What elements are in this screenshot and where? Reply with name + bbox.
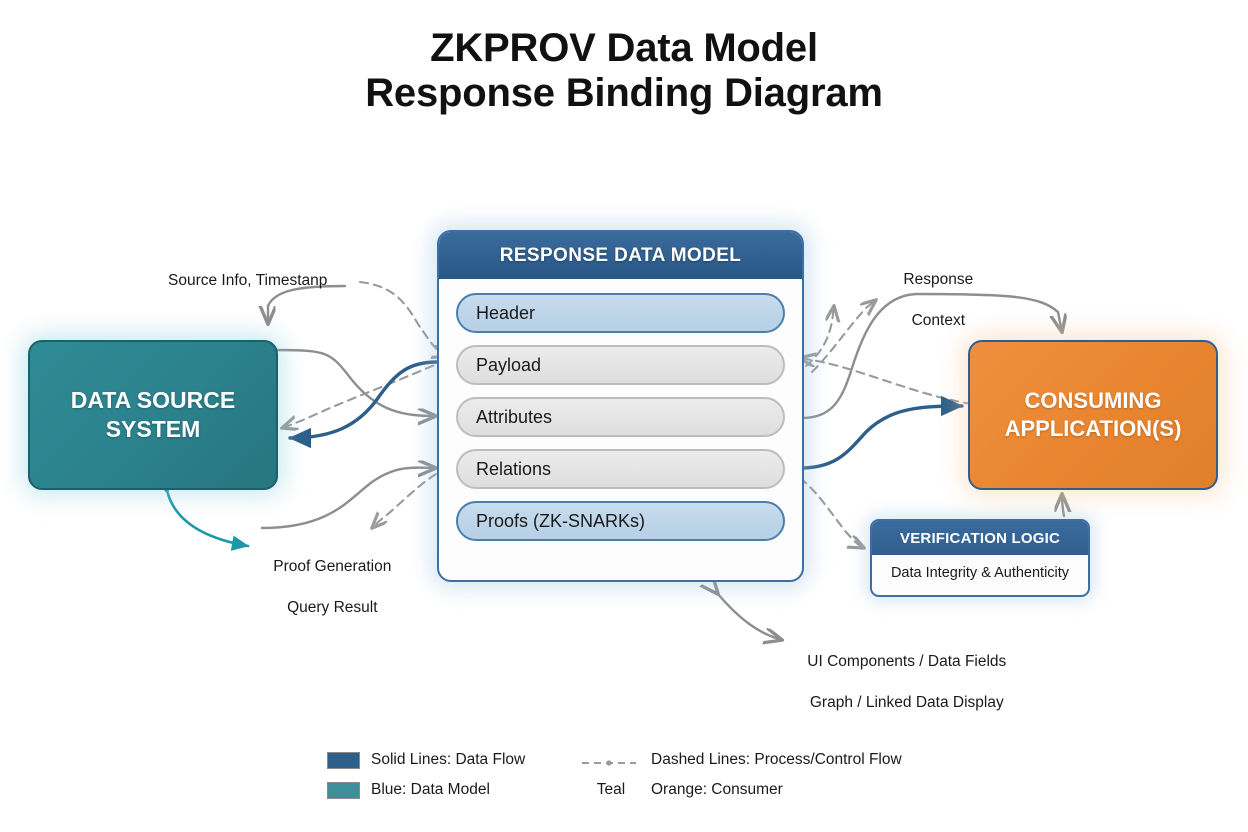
title-line-1: ZKPROV Data Model [430,26,818,70]
legend-label-orange-consumer: Orange: Consumer [651,781,783,798]
panel-response-data-model[interactable]: RESPONSE DATA MODEL Header Payload Attri… [437,230,804,582]
connector-panel-to-response-context [800,292,918,420]
field-relations[interactable]: Relations [456,449,785,489]
connector-group-teal [155,476,250,551]
annotation-response-context-line2: Context [911,311,966,329]
field-attributes[interactable]: Attributes [456,397,785,437]
legend-label-blue-data-model: Blue: Data Model [371,781,490,798]
node-data-source-label-line1: DATA SOURCE [70,386,236,413]
verification-logic-header: VERIFICATION LOGIC [872,521,1088,555]
connector-teal-source-to-proofgen [155,476,250,551]
connector-source-info-to-source [268,284,347,324]
title-line-2: Response Binding Diagram [365,70,883,115]
legend-label-teal: Teal [596,781,626,798]
legend-label-dashed-lines: Dashed Lines: Process/Control Flow [651,751,902,768]
field-payload[interactable]: Payload [456,345,785,385]
connector-panel-to-ui-components [718,594,782,640]
field-header[interactable]: Header [456,293,785,333]
connector-source-to-attributes [270,348,436,416]
annotation-ui-components-line2: Graph / Linked Data Display [809,693,1004,711]
connector-proofgen-to-relations [260,468,436,530]
annotation-source-info: Source Info, Timestanp [168,272,328,289]
verification-logic-body: Data Integrity & Authenticity [872,555,1088,591]
legend: Solid Lines: Data Flow Dashed Lines: Pro… [327,745,902,805]
field-attributes-label: Attributes [476,406,553,427]
field-proofs[interactable]: Proofs (ZK-SNARKs) [456,501,785,541]
legend-swatch-teal [327,781,360,799]
node-verification-logic[interactable]: VERIFICATION LOGIC Data Integrity & Auth… [870,519,1090,597]
node-consumer-label-line1: CONSUMING [1024,387,1162,413]
page-title: ZKPROV Data Model Response Binding Diagr… [0,26,1248,116]
node-data-source-system[interactable]: DATA SOURCE SYSTEM [28,340,278,490]
connector-dashed-panel-to-source [282,358,448,428]
connector-response-context-to-consumer [914,292,1062,332]
connector-solid-relations-to-consumer [798,395,964,470]
legend-dashed-sample [581,755,637,766]
connector-group-grey [260,284,1062,640]
annotation-proof-generation: Proof Generation Query Result [258,536,398,618]
legend-swatch-solid [327,751,360,769]
annotation-response-context: Response Context [880,249,988,331]
annotation-proof-generation-line1: Proof Generation [273,557,392,575]
connector-dashed-sourceinfo-to-payload [358,280,448,356]
field-header-label: Header [476,302,536,323]
connector-solid-payload-to-source [288,360,439,449]
verification-logic-subtitle: Data Integrity & Authenticity [890,565,1070,581]
node-data-source-label: DATA SOURCE SYSTEM [71,386,235,445]
panel-header: RESPONSE DATA MODEL [439,232,802,279]
connector-dashed-to-response-context [810,300,876,374]
connector-group-solid-data [288,360,964,470]
connector-group-dashed [282,280,974,548]
field-payload-label: Payload [476,354,542,375]
node-consuming-application[interactable]: CONSUMING APPLICATION(S) [968,340,1218,490]
annotation-proof-generation-line2: Query Result [287,598,378,616]
verification-logic-title: VERIFICATION LOGIC [900,529,1060,547]
annotation-response-context-line1: Response [903,270,974,288]
connector-verification-to-consumer [1062,494,1064,518]
node-consumer-label-line2: APPLICATION(S) [1004,416,1182,441]
panel-field-list: Header Payload Attributes Relations Proo… [439,279,802,557]
connector-dashed-relations-to-verification [798,476,864,548]
connector-dashed-relations-to-proofgen [372,472,438,528]
field-proofs-label: Proofs (ZK-SNARKs) [476,510,646,531]
field-relations-label: Relations [476,458,552,479]
annotation-ui-components-line1: UI Components / Data Fields [807,652,1007,670]
legend-label-solid-lines: Solid Lines: Data Flow [371,751,526,768]
annotation-ui-components: UI Components / Data Fields Graph / Link… [790,631,1015,713]
connector-group-verification-up [1062,494,1064,518]
connector-dashed-consumer-to-payload [800,358,974,406]
node-data-source-label-line2: SYSTEM [105,416,201,442]
connector-dashed-panel-up-right [804,306,834,368]
panel-header-title: RESPONSE DATA MODEL [499,244,742,266]
node-consumer-label: CONSUMING APPLICATION(S) [1005,387,1182,443]
